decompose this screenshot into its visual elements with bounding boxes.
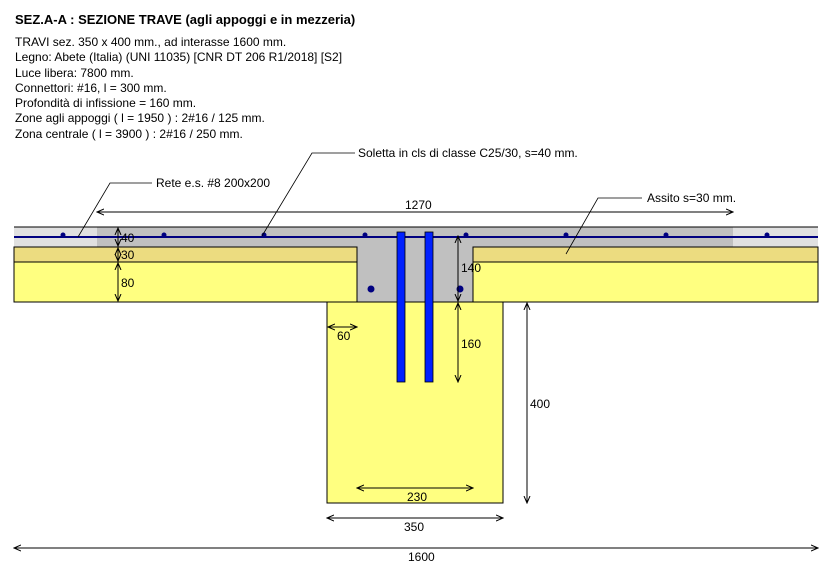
- info-line: Profondità di infissione = 160 mm.: [15, 96, 197, 111]
- drawing-title: SEZ.A-A : SEZIONE TRAVE (agli appoggi e …: [15, 12, 356, 27]
- connector-bar: [396, 231, 406, 383]
- dim-beam-height: 400: [530, 397, 550, 411]
- dim-beam-width: 350: [404, 520, 424, 534]
- info-line: Zone agli appoggi ( l = 1950 ) : 2#16 / …: [15, 111, 265, 126]
- info-line: Luce libera: 7800 mm.: [15, 65, 134, 80]
- assito-right: [472, 246, 819, 263]
- concrete-rib: [357, 247, 473, 302]
- dim-slab-width: 1270: [405, 198, 432, 212]
- dim-batten-height: 80: [121, 276, 135, 290]
- info-line: Legno: Abete (Italia) (UNI 11035) [CNR D…: [15, 50, 343, 65]
- dim-embed-depth: 160: [461, 337, 481, 351]
- info-line: Zona centrale ( l = 3900 ) : 2#16 / 250 …: [15, 126, 243, 141]
- info-block: TRAVI sez. 350 x 400 mm., ad interasse 1…: [15, 35, 342, 142]
- callout-assito: Assito s=30 mm.: [647, 191, 736, 205]
- timber-left: [13, 261, 358, 303]
- dim-assito-thickness: 30: [121, 248, 135, 262]
- callout-soletta: Soletta in cls di classe C25/30, s=40 mm…: [358, 146, 578, 160]
- dim-notch: 60: [337, 329, 351, 343]
- timber-beam: [326, 301, 504, 504]
- info-line: TRAVI sez. 350 x 400 mm., ad interasse 1…: [15, 35, 287, 49]
- callout-rete: Rete e.s. #8 200x200: [156, 176, 270, 190]
- timber-right: [472, 261, 819, 303]
- assito-left: [13, 246, 358, 263]
- dim-slab-thickness: 40: [121, 231, 135, 245]
- info-line: Connettori: #16, l = 300 mm.: [15, 80, 167, 95]
- dim-spacing: 1600: [408, 550, 435, 564]
- dim-inner-width: 230: [407, 490, 427, 504]
- dim-concrete-rib: 140: [461, 261, 481, 275]
- connector-bar: [424, 231, 434, 383]
